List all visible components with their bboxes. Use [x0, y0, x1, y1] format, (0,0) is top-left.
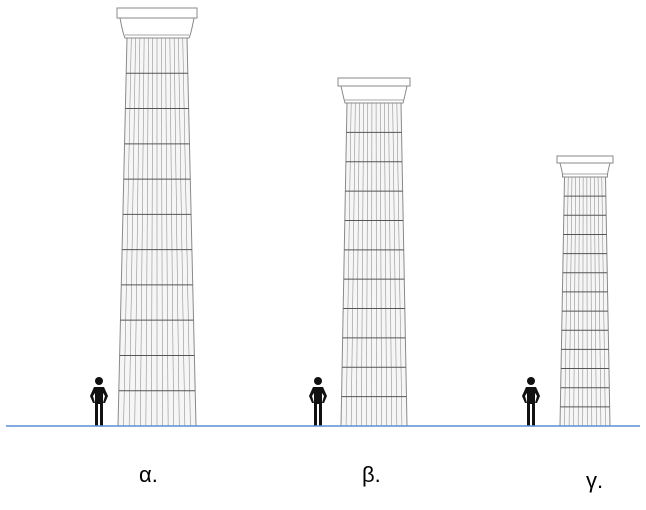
column-beta-flute: [345, 102, 352, 427]
column-beta-flute: [355, 102, 360, 427]
column-alpha-flute: [173, 37, 180, 427]
column-beta-flute: [361, 102, 364, 427]
column-gamma-flute: [590, 176, 593, 427]
column-gamma-abacus: [556, 155, 614, 164]
column-gamma-flute: [564, 176, 569, 427]
column-beta-flute: [366, 102, 369, 427]
figure-head: [95, 377, 103, 385]
figure-right-leg: [100, 403, 103, 426]
column-gamma: [556, 155, 614, 427]
column-beta-flute: [379, 102, 382, 427]
column-beta-flute: [392, 102, 398, 427]
figure-head: [314, 377, 322, 385]
column-beta-flute: [388, 102, 393, 427]
column-alpha: [116, 7, 198, 427]
column-gamma-flute: [594, 176, 597, 427]
label-gamma: γ.: [586, 468, 604, 493]
figure-left-leg: [527, 403, 530, 426]
figure-left-leg: [95, 403, 98, 426]
column-alpha-flute: [140, 37, 145, 427]
label-beta: β.: [362, 462, 381, 487]
column-gamma-flute: [568, 176, 573, 427]
column-alpha-flute: [134, 37, 141, 427]
label-alpha: α.: [139, 462, 158, 487]
human-figure-b: [309, 377, 327, 426]
human-figure-g: [522, 377, 540, 426]
figure-torso: [309, 387, 327, 404]
column-gamma-flute: [601, 176, 606, 427]
column-beta-flute: [350, 102, 356, 427]
column-alpha-flute: [169, 37, 174, 427]
column-beta-flute: [384, 102, 387, 427]
column-gamma-flute: [577, 176, 580, 427]
figure-right-leg: [319, 403, 322, 426]
column-gamma-flute: [597, 176, 602, 427]
column-alpha-flute: [161, 37, 163, 427]
column-gamma-flute: [573, 176, 576, 427]
figure-left-leg: [314, 403, 317, 426]
column-beta-echinus: [340, 85, 408, 104]
figure-torso: [522, 387, 540, 404]
column-beta-shaft: [340, 102, 408, 427]
figure-head: [527, 377, 535, 385]
human-figure-a: [90, 377, 108, 426]
column-gamma-echinus: [559, 162, 611, 178]
figure-right-leg: [532, 403, 535, 426]
column-alpha-abacus: [116, 7, 198, 19]
column-alpha-flute: [145, 37, 149, 427]
column-beta-abacus: [337, 77, 411, 87]
column-alpha-flute: [128, 37, 136, 427]
column-alpha-flute: [165, 37, 169, 427]
column-alpha-flute: [151, 37, 153, 427]
column-beta-flute: [396, 102, 403, 427]
column-alpha-flute: [182, 37, 191, 427]
human-figures-layer: [90, 377, 540, 426]
column-beta: [337, 77, 411, 427]
figure-torso: [90, 387, 108, 404]
column-alpha-echinus: [119, 17, 195, 39]
column-alpha-flute: [123, 37, 132, 427]
column-alpha-flute: [178, 37, 186, 427]
columns-layer: [116, 7, 614, 427]
